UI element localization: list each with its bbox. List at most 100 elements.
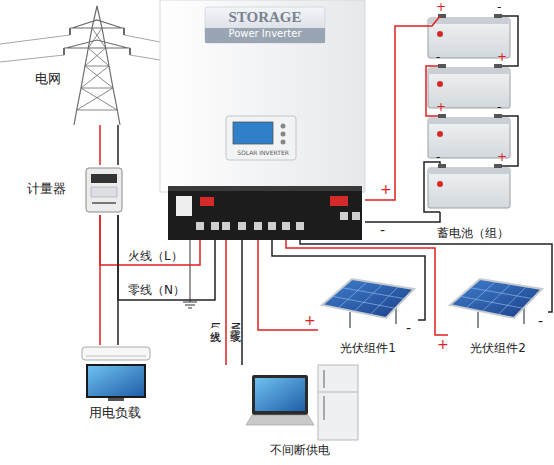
pv-module: 光伏组件1 (318, 275, 418, 362)
node-label: 光伏组件1 (318, 341, 418, 355)
terminal-sign: - (436, 150, 440, 164)
wire (365, 212, 440, 222)
fridge-door-line (318, 392, 358, 393)
wire-connector (258, 240, 318, 330)
lcd-button (281, 124, 286, 129)
wire (100, 215, 200, 265)
wire-connector (100, 215, 200, 265)
inverter-art (160, 0, 365, 240)
terminal (222, 222, 230, 230)
battery-lid (428, 18, 510, 24)
wire-connector (100, 125, 118, 165)
wire-label: 零线（N） (128, 283, 185, 297)
fridge-body (318, 365, 358, 440)
terminal-sign: + (497, 50, 507, 64)
tower-arms (64, 20, 130, 48)
wire (225, 240, 227, 365)
wire-label: - (380, 222, 385, 239)
ups-load: 不间断供电 (220, 365, 365, 460)
pv-panel-art (322, 279, 414, 328)
battery-terminal (494, 14, 502, 18)
battery-lid (428, 168, 510, 174)
meter-plate (91, 187, 117, 197)
power-tower (0, 6, 160, 125)
breaker (176, 196, 192, 216)
node-label: Power Inverter (205, 28, 325, 40)
wire (258, 240, 318, 330)
laptop-screen (255, 378, 305, 411)
wire-connector (118, 215, 215, 300)
lcd-button (281, 132, 286, 137)
terminal-sign: + (497, 150, 507, 164)
inverter-plaque (205, 7, 325, 43)
terminal (196, 222, 204, 230)
electric-meter: 计量器 (25, 165, 130, 215)
node-label: 电网 (35, 71, 61, 87)
wire-connector (272, 240, 425, 320)
panel-grid (332, 282, 405, 315)
lcd-screen (233, 122, 273, 144)
terminal-block (168, 186, 362, 240)
ups-load-art (246, 365, 358, 440)
pv-module: 光伏组件2 (448, 275, 548, 362)
terminal (238, 222, 246, 230)
red-breaker (330, 196, 348, 206)
laptop-screen-frame (252, 375, 308, 415)
overhead-lines (0, 35, 160, 62)
inverter-plaque-band (205, 28, 325, 43)
wire (118, 215, 215, 300)
air-conditioner (82, 347, 150, 360)
lcd-button (281, 140, 286, 145)
terminal-sign: - (497, 100, 501, 114)
wire-label: + (437, 336, 449, 353)
solar-panel (450, 279, 542, 318)
pv-panel-art (450, 279, 542, 328)
wire (286, 240, 448, 335)
node-label: 光伏组件2 (448, 341, 548, 355)
battery-terminal (438, 164, 446, 168)
battery-logo (437, 31, 443, 37)
battery-lead (420, 16, 440, 26)
terminal-stripe (168, 186, 362, 191)
battery-lid (428, 118, 510, 124)
wire-label: + (380, 181, 392, 198)
wire-label: + (304, 312, 316, 329)
tv-stand (108, 398, 124, 401)
terminal-sign: + (436, 100, 446, 114)
wire (365, 26, 420, 200)
wire (300, 240, 552, 312)
wire-connector (365, 26, 420, 200)
wire-label: - (406, 320, 411, 337)
terminal (254, 222, 262, 230)
ground-symbol (183, 240, 197, 308)
energy-meter (86, 168, 122, 212)
laptop-base (246, 415, 314, 425)
tv-screen (88, 366, 144, 396)
wire-connector (286, 240, 448, 335)
inverter-body (160, 0, 365, 192)
fridge-handle (323, 370, 325, 420)
terminal-sign: - (436, 50, 440, 64)
household-load: 用电负载 (70, 345, 160, 420)
terminal (296, 222, 304, 230)
panel-grid (460, 282, 533, 315)
storage-inverter: STORAGEPower InverterSOLAR INVERTER (160, 0, 365, 240)
tv-frame (86, 364, 146, 398)
terminal (211, 222, 219, 230)
wire-connector (226, 240, 227, 365)
terminal (268, 222, 276, 230)
battery-lid (428, 68, 510, 74)
wire (99, 125, 101, 165)
terminal-sign: - (497, 0, 501, 14)
wire-label: 火线（L） (209, 322, 222, 328)
terminal (352, 212, 360, 220)
air-conditioner-vent (86, 356, 146, 357)
node-label: 蓄电池（组） (420, 226, 525, 240)
node-label: SOLAR INVERTER (223, 149, 303, 156)
power-grid: 电网 (30, 5, 140, 125)
battery-terminal (438, 64, 446, 68)
meter-case (86, 168, 122, 212)
terminal (282, 222, 290, 230)
battery-terminal (494, 114, 502, 118)
